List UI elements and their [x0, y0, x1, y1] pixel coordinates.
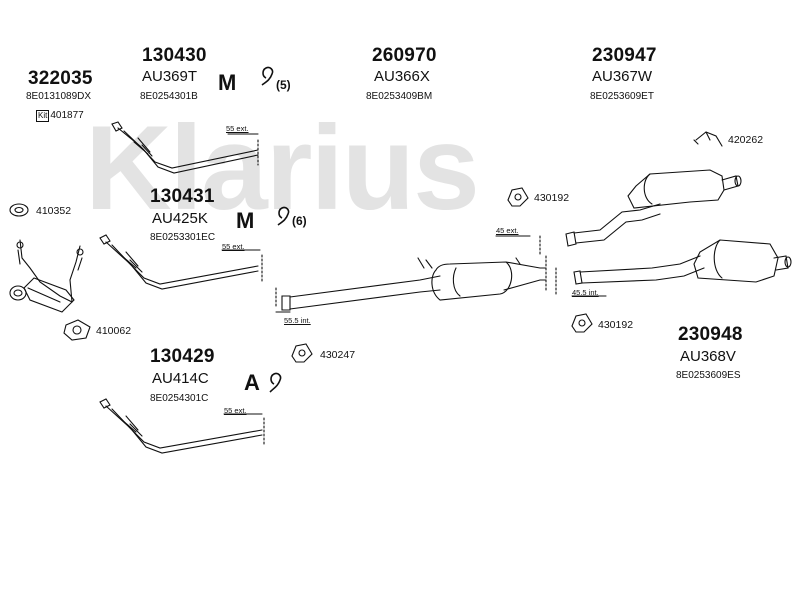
front-pipe-130429[interactable] — [99, 398, 265, 454]
fitting-label-430192-bottom: 430192 — [598, 319, 634, 331]
assembly-kit-icon-130429 — [269, 372, 282, 393]
oe-number-130431: 8E0253301EC — [150, 232, 216, 243]
mounting-kit-icon-130431 — [277, 206, 290, 226]
oe-number-322035: 8E0131089DX — [26, 91, 92, 102]
clamp-420262[interactable] — [693, 131, 723, 147]
oe-number-230947: 8E0253609ET — [590, 91, 654, 102]
rear-silencer-230948[interactable] — [555, 239, 792, 297]
kit-label-icon: Kit — [36, 110, 50, 122]
dim-230947: 45 ext. — [496, 226, 519, 235]
gasket-410352[interactable] — [9, 203, 29, 217]
rubber-mount-430192-bottom[interactable] — [571, 313, 593, 333]
dim-int-260970: 55.5 int. — [284, 316, 311, 325]
qty-130431: (6) — [292, 214, 307, 228]
oe-number-130429: 8E0254301C — [150, 393, 209, 404]
front-pipe-130431[interactable] — [99, 234, 263, 290]
front-pipe-130430[interactable] — [111, 121, 259, 174]
dim-130429: 55 ext. — [224, 406, 247, 415]
oe-number-130430: 8E0254301B — [140, 91, 198, 102]
part-number-260970: 260970 — [372, 45, 437, 66]
oe-number-230948: 8E0253609ES — [676, 370, 741, 381]
mounting-kit-label-130431: M — [236, 208, 255, 233]
qty-130430: (5) — [276, 78, 291, 92]
dim-130430: 55 ext. — [226, 124, 249, 133]
rubber-mount-430192-top[interactable] — [507, 187, 529, 207]
gasket-410062[interactable] — [63, 319, 91, 341]
fitting-label-410062: 410062 — [96, 325, 132, 337]
part-number-130429: 130429 — [150, 346, 215, 367]
code-130430: AU369T — [142, 68, 198, 85]
rear-silencer-230947[interactable] — [495, 169, 742, 255]
code-230948: AU368V — [680, 348, 736, 365]
dim-int-230948: 45.5 int. — [572, 288, 599, 297]
catalytic-converter-322035[interactable] — [9, 239, 84, 313]
part-number-322035: 322035 — [28, 68, 93, 89]
dim-130431: 55 ext. — [222, 242, 245, 251]
fitting-label-410352: 410352 — [36, 205, 72, 217]
fitting-label-420262: 420262 — [728, 134, 764, 146]
code-130429: AU414C — [152, 370, 209, 387]
oe-number-260970: 8E0253409BM — [366, 91, 433, 102]
code-130431: AU425K — [152, 210, 208, 227]
part-number-130430: 130430 — [142, 45, 207, 66]
kit-number: 401877 — [50, 110, 84, 121]
code-260970: AU366X — [374, 68, 430, 85]
fitting-label-430247: 430247 — [320, 349, 356, 361]
assembly-kit-label-130429: A — [244, 370, 260, 395]
middle-section-260970[interactable] — [275, 255, 547, 313]
mounting-kit-label-130430: M — [218, 70, 237, 95]
code-230947: AU367W — [592, 68, 653, 85]
mounting-kit-icon-130430 — [261, 66, 274, 86]
part-number-230947: 230947 — [592, 45, 657, 66]
part-number-230948: 230948 — [678, 324, 743, 345]
part-number-130431: 130431 — [150, 186, 215, 207]
fitting-label-430192-top: 430192 — [534, 192, 570, 204]
rubber-mount-430247[interactable] — [291, 343, 313, 363]
